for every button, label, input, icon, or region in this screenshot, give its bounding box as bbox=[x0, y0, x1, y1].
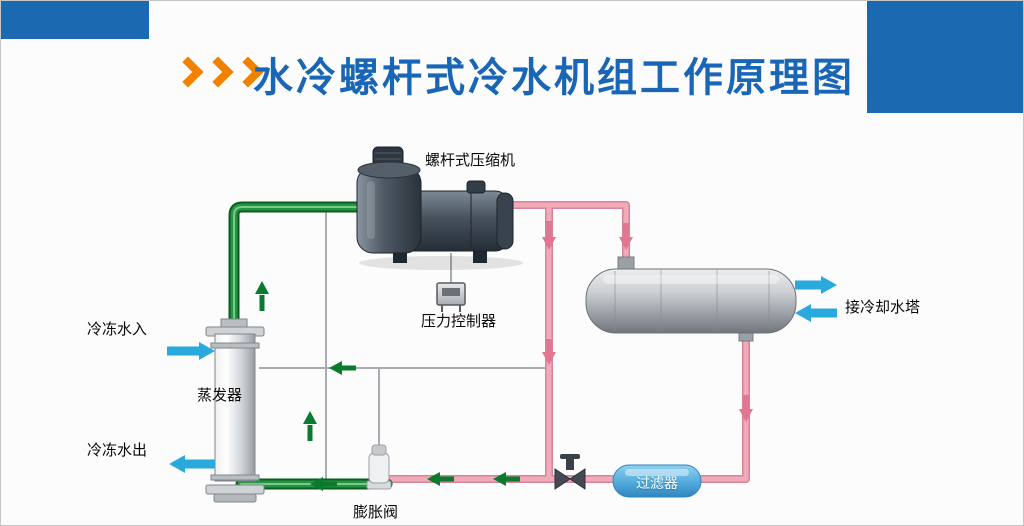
filter-label: 过滤器 bbox=[636, 475, 678, 491]
header-left-blue-bar bbox=[1, 1, 149, 39]
water-flow-arrows bbox=[167, 276, 837, 473]
chilled-water-out-label: 冷冻水出 bbox=[87, 442, 148, 459]
cooling-tower-label: 接冷却水塔 bbox=[845, 299, 921, 316]
evaporator-label: 蒸发器 bbox=[197, 387, 243, 404]
compressor-label: 螺杆式压缩机 bbox=[425, 152, 516, 169]
page-title: 水冷螺杆式冷水机组工作原理图 bbox=[253, 56, 855, 100]
chilled-water-in-label: 冷冻水入 bbox=[87, 321, 148, 338]
discharge-flow-arrows bbox=[542, 221, 753, 422]
pressure-controller-label: 压力控制器 bbox=[421, 313, 497, 330]
expansion-valve-body bbox=[366, 444, 392, 490]
pressure-controller-box bbox=[436, 282, 466, 312]
condenser-vessel bbox=[585, 256, 797, 342]
shutoff-valve bbox=[554, 454, 586, 490]
filter-capsule bbox=[612, 464, 702, 498]
control-lines bbox=[259, 211, 549, 479]
compressor-unit bbox=[356, 146, 523, 270]
expansion-valve-label: 膨胀阀 bbox=[353, 504, 399, 521]
suction-flow-arrows bbox=[255, 281, 520, 491]
evaporator-vessel bbox=[205, 318, 265, 503]
header-right-blue-bar bbox=[867, 1, 1023, 113]
